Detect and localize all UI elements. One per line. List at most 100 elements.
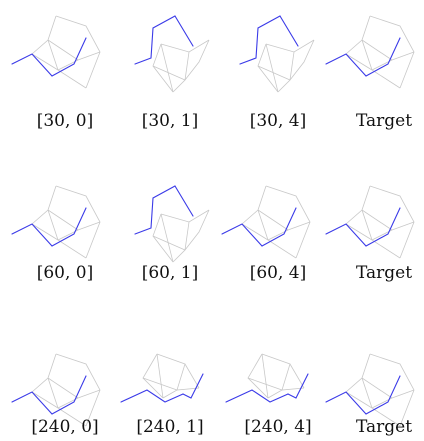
panel-r3-c2 [120, 353, 204, 403]
highlight-edge [11, 53, 53, 77]
faint-edge [172, 51, 190, 93]
faint-edge [361, 377, 393, 399]
faint-edge [369, 353, 415, 427]
highlight-edge [11, 391, 53, 415]
highlight-edge [174, 185, 194, 217]
faint-edge [345, 15, 371, 55]
faint-edge [47, 209, 79, 231]
faint-edge [31, 353, 57, 393]
faint-edge [241, 223, 269, 241]
faint-edge [156, 353, 200, 389]
faint-edge [184, 39, 210, 81]
faint-edge [31, 53, 59, 71]
faint-edge [47, 39, 87, 89]
caption-r3-c2: [240, 1] [136, 417, 203, 437]
faint-edge [265, 43, 279, 93]
faint-edge [265, 185, 311, 259]
faint-edge [369, 185, 415, 259]
highlight-edge [221, 223, 263, 247]
caption-r1-c1: [30, 0] [37, 111, 94, 131]
faint-edge [257, 209, 289, 231]
panel-r1-c4 [325, 15, 415, 89]
faint-edge [345, 185, 371, 225]
faint-edge [184, 209, 210, 251]
faint-edge [361, 39, 393, 61]
highlight-edge [365, 375, 401, 415]
faint-edge [345, 391, 373, 409]
panel-r1-c3 [239, 15, 315, 93]
faint-edge [281, 363, 305, 391]
faint-edge [345, 353, 371, 393]
highlight-edge [261, 207, 297, 247]
caption-r3-c3: [240, 4] [244, 417, 311, 437]
faint-edge [361, 209, 401, 259]
faint-edge [257, 65, 291, 81]
highlight-edge [11, 223, 53, 247]
faint-edge [55, 185, 101, 259]
faint-edge [361, 209, 393, 231]
faint-edge [261, 353, 269, 399]
faint-edge [31, 391, 59, 409]
faint-edge [160, 213, 174, 263]
faint-edge [277, 51, 295, 93]
faint-edge [152, 235, 186, 251]
caption-r1-c2: [30, 1] [142, 111, 199, 131]
panel-r1-c1 [11, 15, 101, 89]
highlight-edge [120, 389, 184, 403]
faint-edge [265, 39, 315, 53]
panel-r1-c2 [134, 15, 210, 93]
faint-edge [241, 185, 267, 225]
faint-edge [142, 377, 178, 391]
highlight-edge [239, 15, 281, 65]
caption-r2-c1: [60, 0] [37, 263, 94, 283]
faint-edge [55, 353, 101, 427]
caption-r2-c2: [60, 1] [142, 263, 199, 283]
panel-r2-c3 [221, 185, 311, 259]
faint-edge [31, 185, 57, 225]
faint-edge [247, 377, 283, 391]
faint-edge [172, 221, 190, 263]
highlight-edge [365, 37, 401, 77]
faint-edge [261, 353, 305, 389]
faint-edge [162, 389, 178, 399]
faint-edge [31, 15, 57, 55]
highlight-edge [325, 53, 367, 77]
faint-edge [47, 39, 79, 61]
highlight-edge [325, 391, 367, 415]
faint-edge [345, 53, 373, 71]
faint-edge [47, 377, 79, 399]
caption-r1-c4: Target [356, 111, 412, 131]
highlight-edge [287, 373, 309, 399]
faint-edge [47, 209, 87, 259]
panel-r2-c1 [11, 185, 101, 259]
caption-r1-c3: [30, 4] [250, 111, 307, 131]
faint-edge [31, 223, 59, 241]
panel-r2-c2 [134, 185, 210, 263]
faint-edge [160, 209, 210, 223]
panel-r3-c3 [225, 353, 309, 403]
faint-edge [55, 15, 101, 89]
caption-r2-c4: Target [356, 263, 412, 283]
faint-edge [267, 389, 283, 399]
faint-edge [257, 209, 297, 259]
faint-edge [361, 39, 401, 89]
highlight-edge [325, 223, 367, 247]
faint-edge [176, 363, 200, 391]
caption-r2-c3: [60, 4] [250, 263, 307, 283]
caption-r3-c4: Target [356, 417, 412, 437]
faint-edge [369, 15, 415, 89]
faint-edge [345, 223, 373, 241]
highlight-edge [279, 15, 299, 47]
highlight-edge [51, 375, 87, 415]
faint-edge [152, 65, 186, 81]
faint-edge [160, 43, 174, 93]
highlight-edge [225, 389, 289, 403]
highlight-edge [51, 37, 87, 77]
panel-r3-c4 [325, 353, 415, 427]
faint-edge [289, 39, 315, 81]
highlight-edge [182, 373, 204, 399]
faint-edge [156, 353, 164, 399]
highlight-edge [134, 15, 176, 65]
highlight-edge [51, 207, 87, 247]
